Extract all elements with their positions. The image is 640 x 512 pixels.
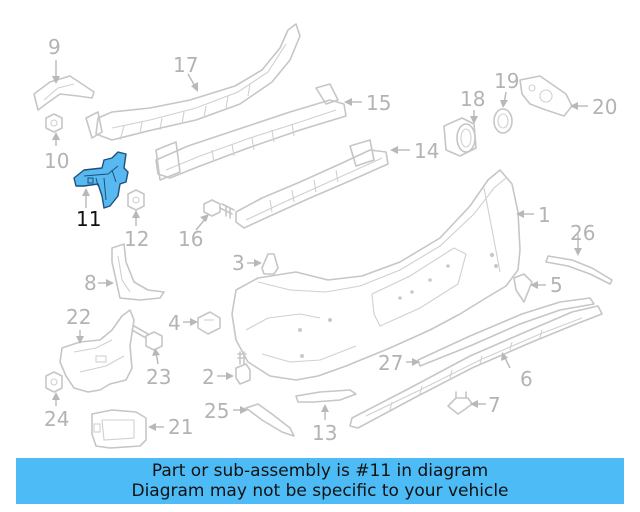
callout-13: 13 xyxy=(312,421,337,445)
part-9-bracket xyxy=(33,75,95,111)
callout-4: 4 xyxy=(168,311,181,335)
callout-5: 5 xyxy=(550,273,563,297)
callout-19: 19 xyxy=(494,69,519,93)
part-13-reflector xyxy=(295,389,357,403)
callout-1: 1 xyxy=(538,203,551,227)
banner-line-1: Part or sub-assembly is #11 in diagram xyxy=(151,461,489,481)
callout-6: 6 xyxy=(520,367,533,391)
callout-18: 18 xyxy=(460,87,485,111)
part-22-bracket xyxy=(59,309,135,393)
part-15-beam xyxy=(155,83,347,181)
part-21-bracket xyxy=(91,409,147,449)
part-6-valance xyxy=(349,305,603,429)
part-27-strip xyxy=(417,297,595,367)
callout-20: 20 xyxy=(592,95,617,119)
leader-lines xyxy=(52,60,588,431)
part-2-bolt xyxy=(235,351,251,385)
part-7-bracket xyxy=(447,391,473,415)
part-11-bracket-highlighted xyxy=(73,151,129,209)
callout-labels: 9 17 15 14 18 19 20 10 11 12 16 1 3 8 4 … xyxy=(44,35,617,445)
callout-17: 17 xyxy=(173,53,198,77)
part-8-bracket xyxy=(111,243,165,301)
callout-12: 12 xyxy=(124,227,149,251)
part-5-cover xyxy=(513,273,533,303)
part-24-nut xyxy=(45,371,63,393)
callout-8: 8 xyxy=(84,271,97,295)
part-26-molding xyxy=(545,255,613,285)
info-banner: Part or sub-assembly is #11 in diagram D… xyxy=(16,458,624,504)
parts-diagram: 9 17 15 14 18 19 20 10 11 12 16 1 3 8 4 … xyxy=(33,23,617,449)
callout-15: 15 xyxy=(366,91,391,115)
part-25-reflector xyxy=(245,403,295,437)
part-23-bolt xyxy=(131,325,163,351)
part-10-nut xyxy=(45,113,63,133)
callout-7: 7 xyxy=(488,393,501,417)
callout-22: 22 xyxy=(66,305,91,329)
banner-line-2: Diagram may not be specific to your vehi… xyxy=(131,481,509,501)
part-3-clip xyxy=(261,253,279,275)
part-18-sensor xyxy=(443,117,477,157)
callout-2: 2 xyxy=(202,365,215,389)
callout-25: 25 xyxy=(204,399,229,423)
callout-9: 9 xyxy=(48,35,61,59)
part-14-beam xyxy=(235,139,389,229)
part-1-bumper-cover xyxy=(231,169,521,381)
callout-27: 27 xyxy=(378,351,403,375)
part-19-ring xyxy=(493,108,513,134)
callout-16: 16 xyxy=(178,227,203,251)
callout-24: 24 xyxy=(44,407,69,431)
callout-10: 10 xyxy=(44,149,69,173)
callout-23: 23 xyxy=(146,365,171,389)
callout-3: 3 xyxy=(232,251,245,275)
callout-11-highlighted: 11 xyxy=(76,207,101,231)
callout-26: 26 xyxy=(570,221,595,245)
part-4-retainer xyxy=(197,311,221,335)
part-20-bracket xyxy=(519,75,573,117)
part-17-absorber xyxy=(85,23,301,141)
part-16-bolt xyxy=(203,199,235,219)
callout-14: 14 xyxy=(414,139,439,163)
part-12-nut xyxy=(127,189,145,211)
callout-21: 21 xyxy=(168,415,193,439)
